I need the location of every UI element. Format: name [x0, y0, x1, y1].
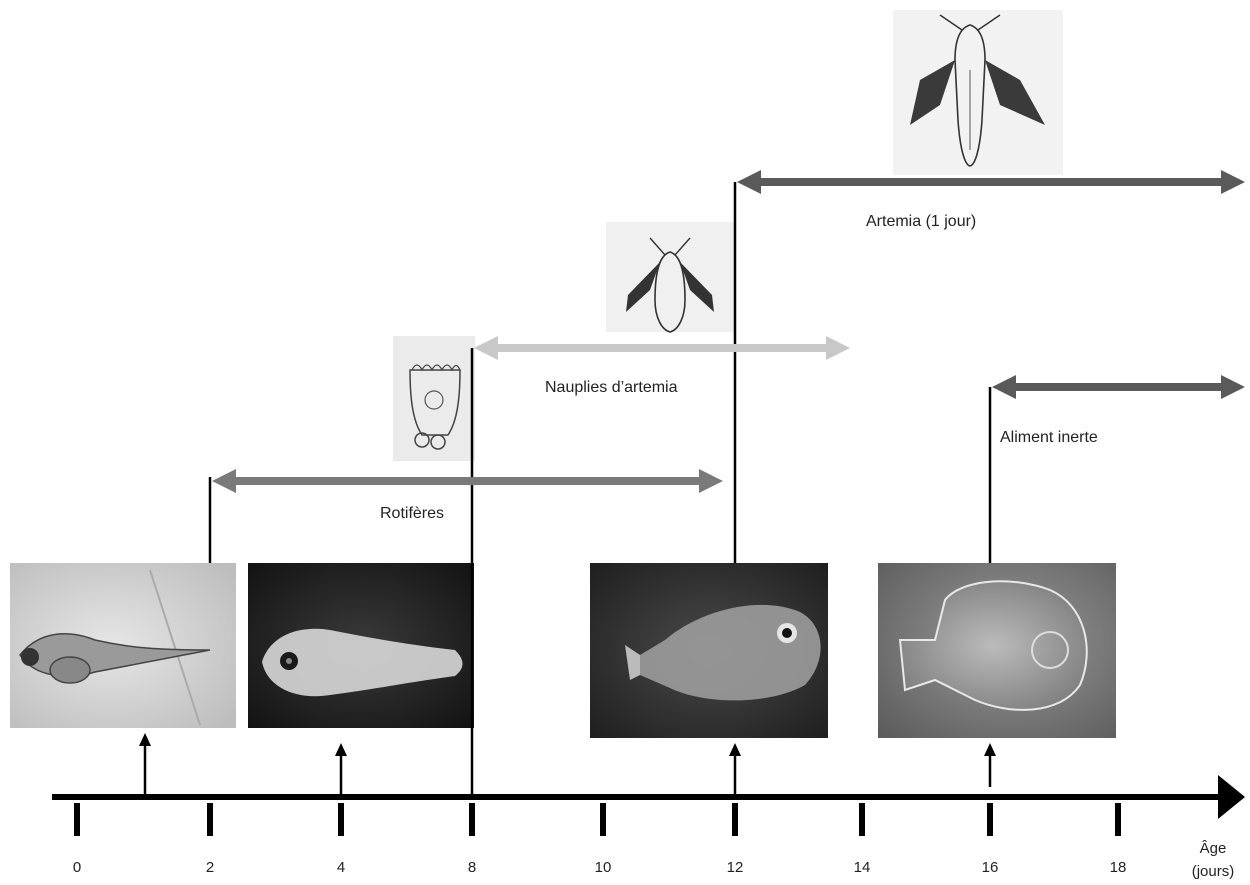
axis-tick-label-12: 12: [727, 859, 744, 876]
artemia-drawing: [893, 10, 1063, 175]
axis-tick-label-8: 8: [468, 859, 476, 876]
axis-tick-label-16: 16: [982, 859, 999, 876]
larva-day-4-photo: [248, 563, 474, 728]
axis-tick-label-0: 0: [73, 859, 81, 876]
feed-arrow-3: [992, 375, 1245, 399]
feed-label-aliment-inerte: Aliment inerte: [1000, 429, 1098, 446]
nauplius-drawing: [606, 222, 736, 332]
feed-arrow-1: [474, 336, 850, 360]
larva-day-12-photo: [590, 563, 828, 738]
feed-label-artemia: Artemia (1 jour): [866, 213, 976, 230]
rotifer-drawing: [393, 336, 475, 461]
time-axis: [52, 775, 1245, 819]
axis-title-line1: Âge: [1200, 840, 1227, 857]
feed-label-nauplies: Nauplies d’artemia: [545, 379, 678, 396]
axis-tick-label-2: 2: [206, 859, 214, 876]
larva-day-16-photo: [878, 563, 1116, 738]
feed-label-rotiferes: Rotifères: [380, 505, 444, 522]
larva-day-1-photo: [10, 563, 236, 728]
axis-tick-label-14: 14: [854, 859, 871, 876]
feed-arrow-0: [212, 469, 723, 493]
axis-ticks: [77, 803, 1118, 836]
axis-title-line2: (jours): [1192, 863, 1235, 880]
axis-tick-label-18: 18: [1110, 859, 1127, 876]
axis-tick-label-4: 4: [337, 859, 345, 876]
photo-pointer-arrows: [139, 733, 996, 797]
axis-tick-label-10: 10: [595, 859, 612, 876]
